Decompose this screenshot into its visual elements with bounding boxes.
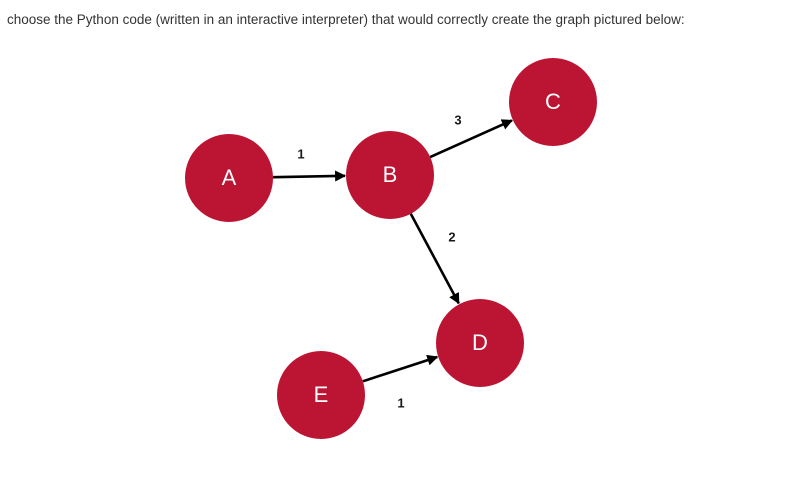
node-circle-b [346,131,434,219]
node-circle-c [509,58,597,146]
edge-weight-e-d: 1 [397,395,404,410]
edge-weight-b-c: 3 [454,112,461,127]
node-a: A [185,134,273,222]
node-label-e: E [314,382,329,407]
node-circle-a [185,134,273,222]
node-c: C [509,58,597,146]
node-e: E [277,351,365,439]
edge-e-d [362,354,439,383]
edge-b-c [429,119,513,159]
node-d: D [436,299,524,387]
edge-weight-a-b: 1 [297,146,304,161]
node-label-c: C [545,89,561,114]
node-circle-d [436,299,524,387]
node-label-a: A [222,165,237,190]
edge-weight-b-d: 2 [448,229,455,244]
node-circle-e [277,351,365,439]
question-text: choose the Python code (written in an in… [7,12,685,27]
node-b: B [346,131,434,219]
edge-b-d [409,213,460,305]
edge-a-b [272,170,347,182]
edges-layer: 1 3 2 1 [272,112,513,410]
nodes-layer: A B C D E [185,58,597,439]
node-label-b: B [383,162,398,187]
node-label-d: D [472,330,488,355]
